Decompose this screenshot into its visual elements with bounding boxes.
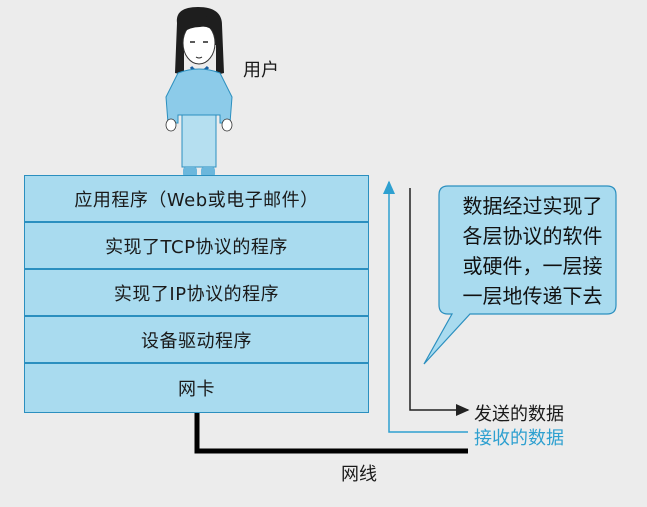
callout-bubble [423,185,617,365]
receive-arrow [383,180,468,433]
network-cable [194,413,468,454]
layer-application: 应用程序（Web或电子邮件） [24,175,369,222]
user-label: 用户 [243,60,279,81]
callout-line: 各层协议的软件 [462,224,603,248]
receive-label: 接收的数据 [474,428,564,449]
layer-device-driver: 设备驱动程序 [24,316,369,363]
layer-ip: 实现了IP协议的程序 [24,269,369,316]
user-figure [165,7,233,177]
callout-line: 或硬件，一层接 [462,254,603,278]
callout-line: 数据经过实现了 [462,194,603,218]
callout-line: 一层地传递下去 [462,284,603,308]
callout-text: 数据经过实现了 各层协议的软件 或硬件，一层接 一层地传递下去 [445,191,620,311]
layer-nic: 网卡 [24,363,369,413]
send-label: 发送的数据 [474,404,564,425]
layer-tcp: 实现了TCP协议的程序 [24,222,369,269]
send-arrow [409,188,470,416]
cable-label: 网线 [341,464,377,485]
